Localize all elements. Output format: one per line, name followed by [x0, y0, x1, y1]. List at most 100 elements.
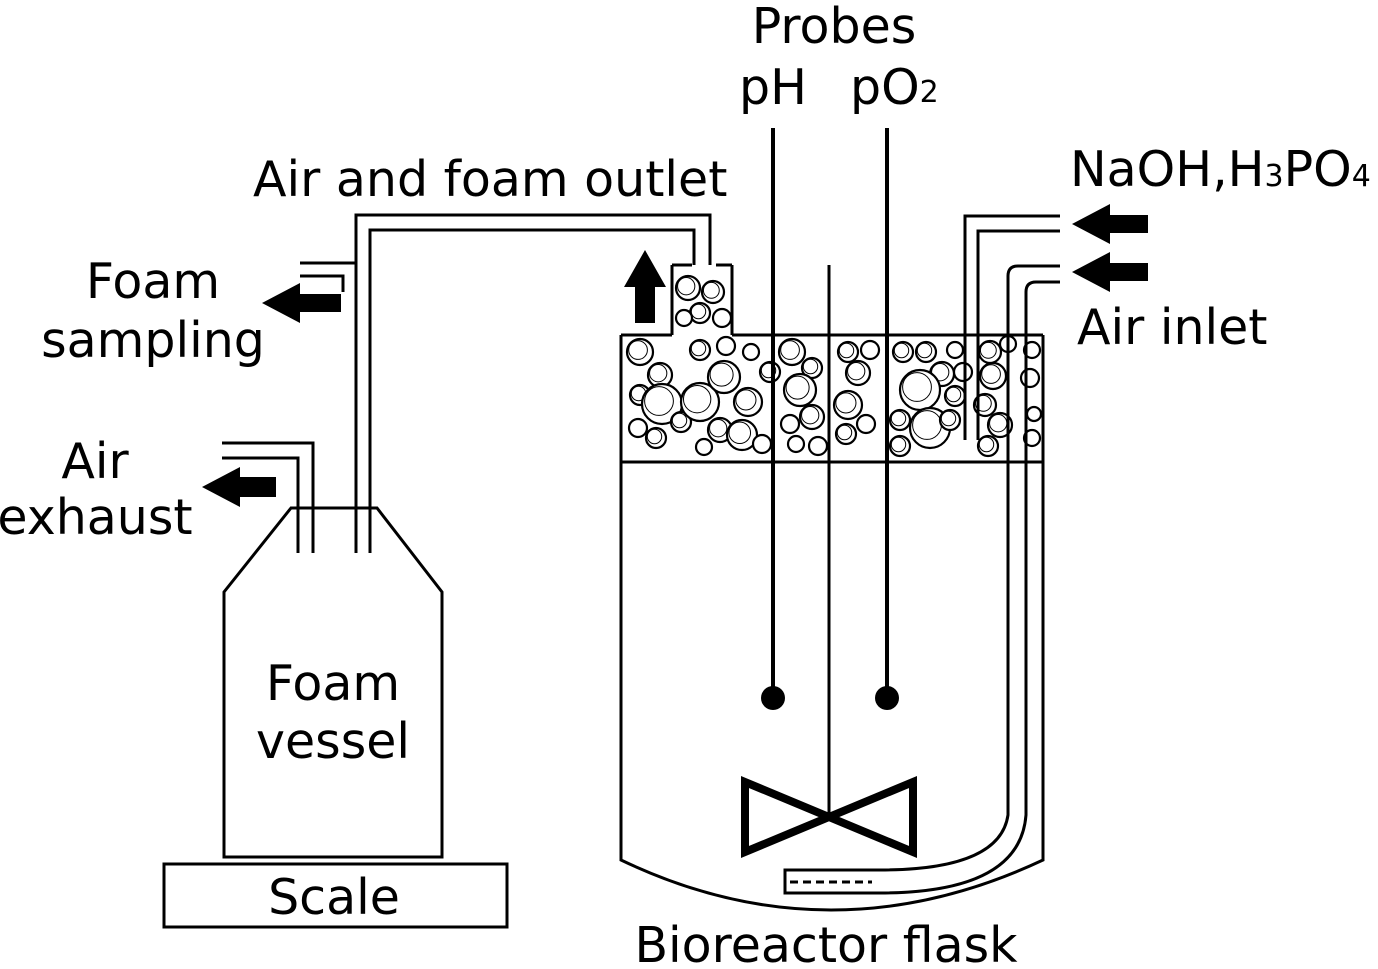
foam-bubble — [844, 359, 872, 387]
foam-bubble-highlight — [890, 436, 907, 453]
foam-bubble — [888, 434, 912, 458]
foam-bubble — [777, 337, 807, 367]
foam-bubble — [1025, 405, 1043, 423]
foam-bubble — [644, 426, 668, 450]
foam-bubble — [758, 360, 782, 384]
foam-bubble — [741, 342, 761, 362]
foam-bubble-highlight — [760, 362, 777, 379]
foam-bubble — [786, 434, 806, 454]
foam-bubble — [711, 307, 733, 329]
foam-sampling-branch — [262, 261, 356, 323]
foam-bubble — [1019, 367, 1041, 389]
foam-bubble-highlight — [940, 410, 957, 427]
foam-bubble — [855, 413, 877, 435]
foam-bubble — [832, 389, 864, 421]
foam-bubble — [1022, 340, 1042, 360]
foam-bubble — [688, 338, 712, 362]
foam-bubble — [976, 434, 1000, 458]
foam-bubble-highlight — [709, 419, 728, 438]
foam-vessel-label-line2: vessel — [256, 713, 410, 770]
foam-bubble-highlight — [893, 342, 910, 359]
scale-label: Scale — [268, 869, 400, 926]
foam-vessel-label-line1: Foam — [266, 655, 400, 712]
bioreactor-flask-label: Bioreactor flask — [634, 917, 1018, 969]
po2-label: pO2 — [850, 59, 939, 116]
air-exhaust-label-line1: Air — [61, 433, 129, 490]
foam-bubble-highlight — [735, 389, 757, 411]
foam-bubble — [943, 384, 967, 408]
foam-bubble-highlight — [802, 358, 819, 375]
foam-bubble-highlight — [709, 362, 734, 387]
foam-bubble — [688, 301, 712, 325]
foam-bubble — [706, 359, 742, 395]
foam-bubble — [945, 340, 965, 360]
foam-bubble — [674, 308, 694, 328]
foam-bubble-highlight — [671, 412, 688, 429]
foam-bubble-highlight — [677, 277, 696, 296]
foam-bubble — [938, 408, 962, 432]
foam-bubble-highlight — [780, 340, 800, 360]
foam-bubble — [978, 361, 1008, 391]
ph-probe — [761, 128, 785, 710]
foam-bubble-highlight — [981, 364, 1001, 384]
outlet-neck — [670, 263, 734, 335]
reagents-label: NaOH,H3PO4 — [1070, 141, 1371, 198]
scale — [162, 862, 509, 929]
air-exhaust-arrow-icon — [202, 467, 276, 507]
air-exhaust-branch — [202, 441, 315, 553]
foam-bubble-highlight — [890, 410, 907, 427]
foam-bubble-highlight — [649, 364, 668, 383]
foam-bubble — [694, 437, 714, 457]
foam-sampling-arrow-icon — [262, 283, 341, 323]
foam-bubble-highlight — [931, 363, 950, 382]
foam-bubble — [888, 408, 912, 432]
foam-bubble-highlight — [644, 386, 674, 416]
foam-bubble — [952, 361, 974, 383]
foam-bubble — [779, 413, 801, 435]
foam-bubble-highlight — [628, 340, 648, 360]
foam-bubble-highlight — [785, 375, 810, 400]
air-foam-outlet-label: Air and foam outlet — [253, 151, 727, 208]
foam-bubble — [625, 337, 655, 367]
foam-bubble-highlight — [690, 340, 707, 357]
foam-bubble — [798, 403, 826, 431]
foam-bubble-highlight — [847, 362, 866, 381]
foam-vessel — [222, 506, 444, 859]
foam-bubble-highlight — [702, 281, 720, 299]
foam-bubble-highlight — [836, 424, 853, 441]
po2-probe-tip-icon — [875, 686, 899, 710]
foam-bubble — [782, 372, 818, 408]
foam-bubble — [674, 274, 702, 302]
foam-bubble — [627, 417, 649, 439]
reagent-line — [963, 204, 1148, 440]
foam-bubble — [732, 386, 764, 418]
foam-bubble — [898, 368, 942, 412]
foam-bubble — [914, 340, 938, 364]
air-inlet-arrow-icon — [1072, 252, 1148, 292]
foam-bubble-highlight — [945, 386, 962, 403]
foam-bubble-highlight — [801, 406, 820, 425]
foam-bubble-highlight — [728, 421, 752, 445]
air-exhaust-label-line2: exhaust — [0, 489, 193, 546]
foam-bubble — [891, 340, 915, 364]
foam-bubble-highlight — [979, 341, 997, 359]
foam-bubble-highlight — [646, 428, 663, 445]
foam-bubble — [977, 339, 1003, 365]
foam-bubble — [836, 340, 860, 364]
air-foam-outlet-pipe — [354, 213, 712, 553]
foam-bubble-highlight — [974, 394, 992, 412]
foam-bubble — [807, 435, 829, 457]
foam-bubble — [700, 279, 726, 305]
foam-bubble-highlight — [916, 342, 933, 359]
ph-label: pH — [739, 59, 807, 116]
foam-layer — [625, 274, 1043, 458]
foam-bubble — [834, 422, 858, 446]
foam-bubble — [715, 335, 737, 357]
foam-bubble-highlight — [838, 342, 855, 359]
foam-bubble — [751, 433, 773, 455]
reagent-inlet-arrow-icon — [1072, 204, 1148, 244]
outlet-up-arrow-icon — [624, 250, 666, 323]
impeller-icon — [741, 776, 917, 858]
foam-bubble — [1022, 428, 1042, 448]
